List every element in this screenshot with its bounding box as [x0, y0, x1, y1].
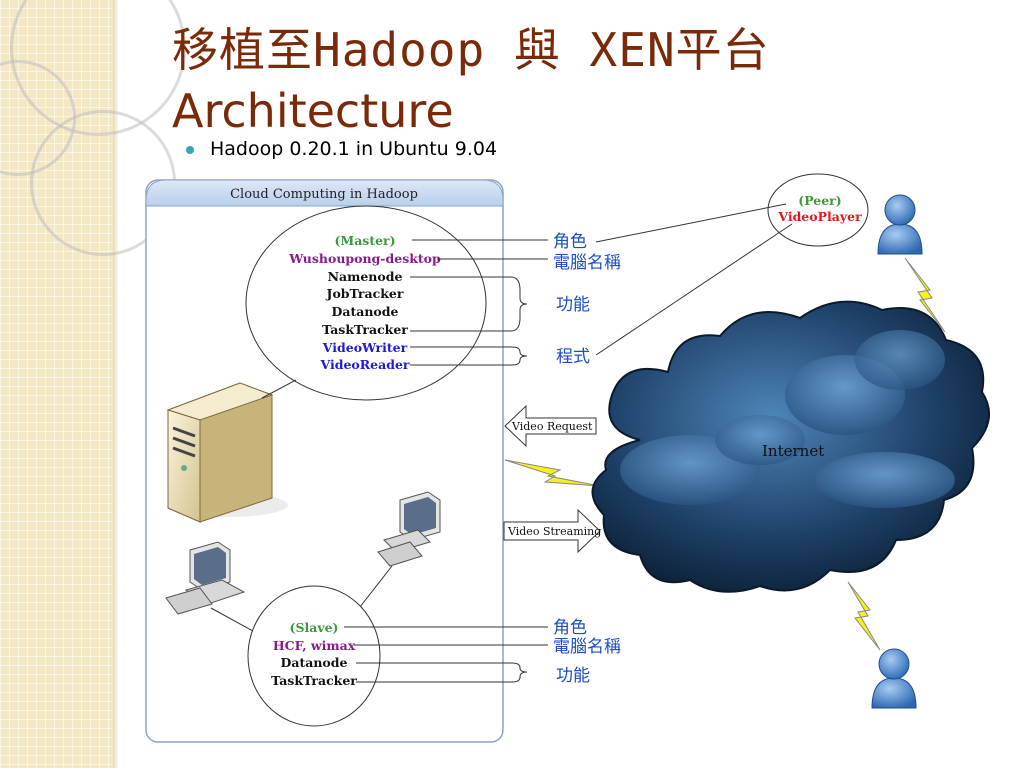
annotation-computer-name: 電腦名稱: [553, 253, 621, 273]
lightning-icon: [904, 257, 946, 333]
slave-role: (Slave): [290, 620, 339, 635]
workstation-icon: [377, 491, 441, 567]
annotation-computer-name: 電腦名稱: [553, 637, 621, 657]
lightning-icon: [847, 581, 881, 651]
master-program: VideoWriter: [322, 340, 408, 355]
master-function: Datanode: [332, 304, 399, 319]
slave-function: Datanode: [281, 655, 348, 670]
master-node: (Master) Wushoupong-desktop Namenode Job…: [245, 205, 487, 401]
annotation-function: 功能: [556, 295, 590, 315]
video-request-label: Video Request: [511, 420, 593, 433]
lightning-icon: [504, 459, 601, 487]
peer-annotation-line: [595, 223, 793, 356]
user-icon: [877, 194, 923, 255]
master-function: TaskTracker: [322, 322, 408, 337]
master-hostname: Wushoupong-desktop: [288, 251, 441, 266]
workstation-icon: [165, 541, 246, 615]
slave-node: (Slave) HCF, wimax Datanode TaskTracker: [247, 585, 381, 727]
sidebar-edge: [113, 0, 119, 768]
master-role: (Master): [334, 233, 395, 248]
video-streaming-arrow: Video Streaming: [503, 508, 601, 554]
annotation-role: 角色: [553, 618, 587, 638]
annotation-function: 功能: [556, 666, 590, 686]
peer-node: (Peer) VideoPlayer: [767, 173, 869, 247]
master-function: JobTracker: [326, 286, 404, 301]
internet-cloud: Internet: [591, 300, 990, 593]
video-streaming-label: Video Streaming: [507, 525, 601, 538]
internet-label: Internet: [762, 442, 824, 460]
slide-subtitle: Architecture: [172, 84, 454, 138]
video-request-arrow: Video Request: [504, 404, 597, 448]
peer-annotation-line: [595, 203, 787, 243]
server-icon: [166, 382, 288, 523]
slave-annotation-lines: [344, 626, 548, 683]
slave-function: TaskTracker: [271, 673, 357, 688]
link-line: [261, 379, 297, 399]
bullet-icon: [186, 146, 194, 154]
user-icon: [871, 648, 917, 709]
annotation-program: 程式: [556, 347, 590, 367]
slave-hostname: HCF, wimax: [273, 638, 356, 653]
peer-role: (Peer): [798, 193, 841, 208]
panel-title: Cloud Computing in Hadoop: [230, 187, 418, 202]
master-function: Namenode: [328, 269, 403, 284]
master-program: VideoReader: [320, 357, 410, 372]
peer-program: VideoPlayer: [777, 209, 862, 224]
link-line: [355, 565, 393, 613]
master-annotation-lines: [410, 239, 548, 366]
bullet-text: Hadoop 0.20.1 in Ubuntu 9.04: [210, 138, 498, 160]
slide-title: 移植至Hadoop 與 XEN平台: [172, 23, 770, 77]
annotation-role: 角色: [553, 232, 587, 252]
